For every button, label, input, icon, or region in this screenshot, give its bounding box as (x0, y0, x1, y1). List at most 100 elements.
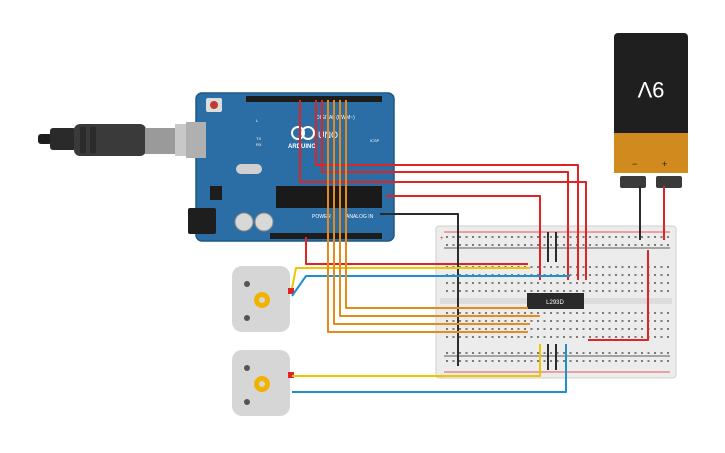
breadboard-hole[interactable] (556, 266, 559, 268)
breadboard-hole[interactable] (615, 328, 617, 330)
breadboard-hole[interactable] (595, 336, 598, 338)
breadboard-hole[interactable] (465, 290, 468, 292)
breadboard-hole[interactable] (621, 274, 624, 276)
breadboard-hole[interactable] (615, 312, 617, 314)
breadboard-hole[interactable] (563, 336, 565, 338)
breadboard-hole[interactable] (641, 320, 643, 322)
breadboard-hole[interactable] (602, 360, 604, 362)
breadboard-hole[interactable] (563, 320, 565, 322)
breadboard-hole[interactable] (452, 236, 455, 238)
breadboard-hole[interactable] (654, 328, 656, 330)
breadboard-hole[interactable] (446, 244, 448, 246)
breadboard-hole[interactable] (654, 244, 656, 246)
breadboard-hole[interactable] (511, 336, 513, 338)
breadboard-hole[interactable] (491, 290, 494, 292)
breadboard-hole[interactable] (556, 290, 559, 292)
breadboard-hole[interactable] (446, 282, 448, 284)
breadboard-hole[interactable] (654, 274, 656, 276)
breadboard-hole[interactable] (602, 336, 604, 338)
breadboard-hole[interactable] (621, 312, 624, 314)
breadboard-hole[interactable] (615, 290, 617, 292)
breadboard-hole[interactable] (595, 244, 598, 246)
breadboard-hole[interactable] (530, 352, 533, 354)
breadboard-hole[interactable] (550, 266, 552, 268)
breadboard-hole[interactable] (478, 290, 481, 292)
breadboard-hole[interactable] (647, 360, 650, 362)
breadboard-hole[interactable] (537, 320, 539, 322)
breadboard-hole[interactable] (530, 236, 533, 238)
breadboard-hole[interactable] (478, 312, 481, 314)
breadboard-hole[interactable] (485, 312, 487, 314)
breadboard-hole[interactable] (511, 290, 513, 292)
breadboard-hole[interactable] (628, 328, 630, 330)
motor-2[interactable] (232, 350, 294, 416)
breadboard-hole[interactable] (589, 274, 591, 276)
breadboard-hole[interactable] (621, 336, 624, 338)
breadboard-hole[interactable] (667, 328, 669, 330)
breadboard-hole[interactable] (465, 352, 468, 354)
breadboard-hole[interactable] (660, 328, 663, 330)
breadboard-hole[interactable] (556, 282, 559, 284)
breadboard-hole[interactable] (569, 320, 572, 322)
breadboard-hole[interactable] (634, 360, 637, 362)
breadboard-hole[interactable] (498, 352, 500, 354)
breadboard-hole[interactable] (543, 320, 546, 322)
breadboard-hole[interactable] (498, 360, 500, 362)
breadboard-hole[interactable] (530, 328, 533, 330)
breadboard-hole[interactable] (485, 336, 487, 338)
breadboard-hole[interactable] (478, 328, 481, 330)
breadboard-hole[interactable] (504, 312, 507, 314)
breadboard-hole[interactable] (530, 360, 533, 362)
breadboard-hole[interactable] (589, 236, 591, 238)
breadboard-hole[interactable] (498, 236, 500, 238)
breadboard-hole[interactable] (608, 266, 611, 268)
breadboard-hole[interactable] (621, 266, 624, 268)
breadboard-hole[interactable] (660, 336, 663, 338)
breadboard-hole[interactable] (465, 282, 468, 284)
breadboard-hole[interactable] (576, 290, 578, 292)
breadboard-hole[interactable] (563, 244, 565, 246)
breadboard-hole[interactable] (472, 352, 474, 354)
breadboard-hole[interactable] (550, 352, 552, 354)
breadboard-hole[interactable] (602, 312, 604, 314)
breadboard-hole[interactable] (582, 352, 585, 354)
battery-9v[interactable]: 9V − + (614, 33, 688, 188)
breadboard-hole[interactable] (537, 266, 539, 268)
breadboard-hole[interactable] (446, 328, 448, 330)
motor-1[interactable] (232, 266, 294, 332)
breadboard-hole[interactable] (589, 266, 591, 268)
breadboard-hole[interactable] (472, 312, 474, 314)
breadboard-hole[interactable] (576, 352, 578, 354)
breadboard-hole[interactable] (647, 352, 650, 354)
breadboard-hole[interactable] (621, 244, 624, 246)
breadboard-hole[interactable] (660, 244, 663, 246)
breadboard-hole[interactable] (556, 336, 559, 338)
breadboard-hole[interactable] (459, 312, 461, 314)
breadboard-hole[interactable] (634, 312, 637, 314)
breadboard-hole[interactable] (537, 336, 539, 338)
breadboard-hole[interactable] (641, 274, 643, 276)
breadboard-hole[interactable] (634, 282, 637, 284)
breadboard-hole[interactable] (498, 312, 500, 314)
breadboard-hole[interactable] (504, 352, 507, 354)
breadboard-hole[interactable] (465, 244, 468, 246)
breadboard-hole[interactable] (537, 352, 539, 354)
breadboard-hole[interactable] (485, 290, 487, 292)
breadboard-hole[interactable] (654, 360, 656, 362)
breadboard-hole[interactable] (472, 328, 474, 330)
breadboard-hole[interactable] (602, 236, 604, 238)
breadboard-hole[interactable] (628, 360, 630, 362)
breadboard-hole[interactable] (602, 282, 604, 284)
breadboard-hole[interactable] (504, 360, 507, 362)
breadboard-hole[interactable] (667, 312, 669, 314)
breadboard-hole[interactable] (491, 320, 494, 322)
breadboard-hole[interactable] (641, 312, 643, 314)
breadboard-hole[interactable] (569, 352, 572, 354)
breadboard-hole[interactable] (517, 360, 520, 362)
breadboard-hole[interactable] (485, 352, 487, 354)
breadboard-hole[interactable] (491, 328, 494, 330)
breadboard-hole[interactable] (608, 282, 611, 284)
breadboard-hole[interactable] (550, 244, 552, 246)
breadboard-hole[interactable] (472, 336, 474, 338)
breadboard-hole[interactable] (524, 282, 526, 284)
